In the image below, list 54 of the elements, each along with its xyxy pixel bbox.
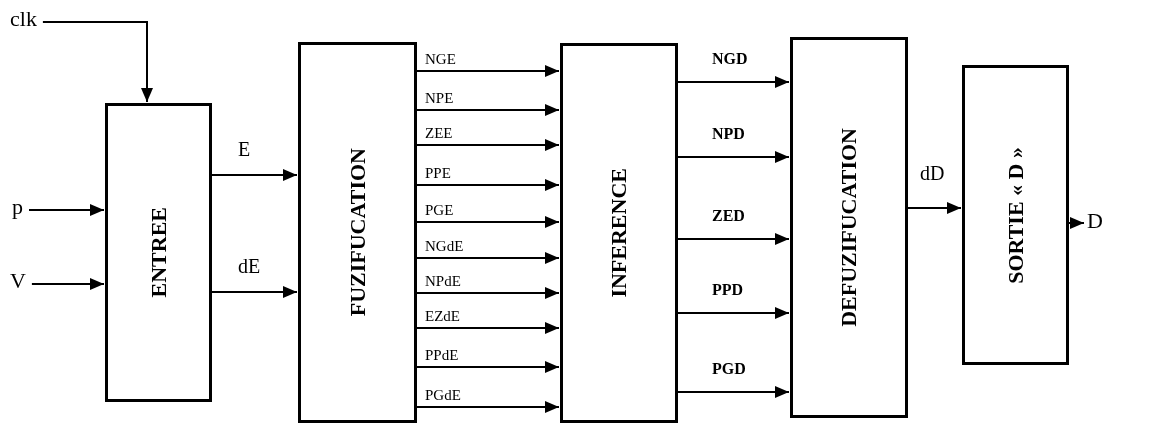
- signal-label: D: [1087, 210, 1103, 232]
- edge-label: PGD: [712, 361, 746, 377]
- signal-label: p: [12, 196, 23, 218]
- edge-label: PGdE: [425, 388, 461, 403]
- process-block: [560, 43, 678, 423]
- edge-label: dE: [238, 256, 261, 276]
- edge-label: dD: [920, 163, 945, 183]
- arrow: [211, 286, 298, 298]
- arrow: [211, 169, 298, 181]
- arrow: [677, 386, 790, 398]
- arrow: [41, 21, 153, 103]
- arrow: [1068, 217, 1085, 229]
- block-label: ENTREE: [145, 207, 172, 298]
- edge-label: ZEE: [425, 126, 453, 141]
- edge-label: E: [238, 139, 251, 159]
- arrow: [677, 307, 790, 319]
- signal-label: V: [10, 270, 26, 292]
- arrow: [416, 65, 560, 77]
- block-label: INFERENCE: [606, 168, 632, 298]
- arrow: [416, 361, 560, 373]
- edge-label: NPD: [712, 126, 745, 142]
- arrow: [416, 287, 560, 299]
- edge-label: ZED: [712, 208, 745, 224]
- edge-label: EZdE: [425, 309, 460, 324]
- edge-label: NPdE: [425, 274, 461, 289]
- block-label: DEFUZIFUCATION: [836, 128, 862, 327]
- block-label: SORTIE « D »: [1002, 146, 1029, 284]
- process-block: [962, 65, 1069, 365]
- arrow: [416, 322, 560, 334]
- arrow: [677, 233, 790, 245]
- arrow: [677, 151, 790, 163]
- edge-label: PPD: [712, 282, 744, 298]
- process-block: [105, 103, 212, 402]
- arrow: [907, 202, 962, 214]
- arrow: [28, 204, 105, 216]
- edge-label: PPE: [425, 166, 451, 181]
- arrow: [677, 76, 790, 88]
- edge-label: NGdE: [425, 239, 464, 254]
- arrow: [30, 278, 105, 290]
- process-block: [790, 37, 908, 418]
- process-block: [298, 42, 417, 423]
- arrow: [416, 401, 560, 413]
- block-label: FUZIFUCATION: [344, 148, 371, 317]
- arrow: [416, 252, 560, 264]
- arrow: [416, 179, 560, 191]
- arrow: [416, 216, 560, 228]
- signal-label: clk: [10, 8, 37, 30]
- arrow: [416, 104, 560, 116]
- edge-label: PGE: [425, 203, 454, 218]
- edge-label: NGE: [425, 52, 456, 67]
- arrow: [416, 139, 560, 151]
- edge-label: PPdE: [425, 348, 459, 363]
- edge-label: NPE: [425, 91, 454, 106]
- edge-label: NGD: [712, 51, 748, 67]
